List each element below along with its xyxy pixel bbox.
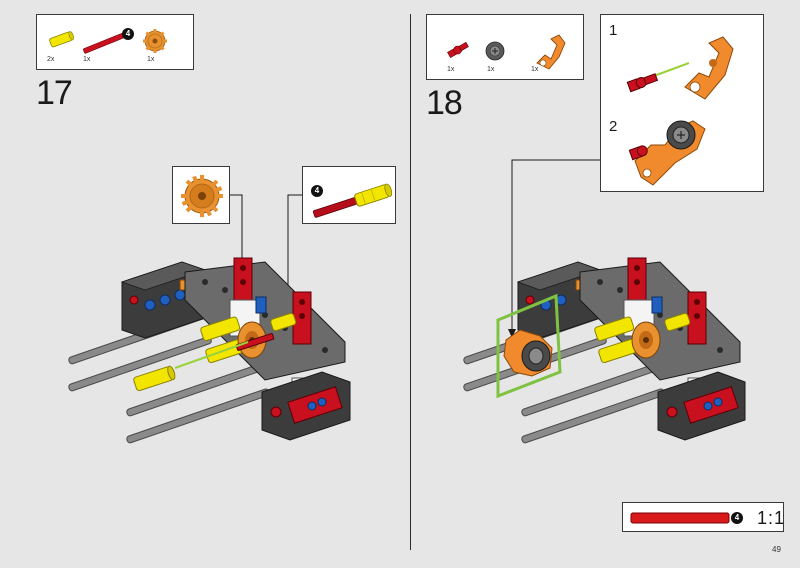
part-qty: 1x <box>487 66 495 73</box>
lower-frame-block <box>261 371 351 441</box>
page-divider <box>410 14 411 550</box>
scale-reference-box: 4 1:1 <box>622 502 784 532</box>
scale-ratio: 1:1 <box>757 508 786 528</box>
yellow-axle-connector-icon <box>49 31 74 48</box>
part-qty: 1x <box>83 56 91 63</box>
blue-pin <box>255 296 267 314</box>
yellow-connector <box>200 316 241 342</box>
page-number: 49 <box>772 545 781 554</box>
red-pin-icon <box>447 41 469 59</box>
red-upright <box>233 257 253 307</box>
axle-callout-art <box>312 183 393 218</box>
part-qty: 1x <box>147 56 155 63</box>
red-upright <box>687 291 707 345</box>
red-upright <box>292 291 312 345</box>
sub-assembly-box: 1 2 <box>600 14 764 192</box>
scale-axle <box>630 512 730 524</box>
yellow-connector <box>270 312 297 332</box>
part-qty: 1x <box>447 66 455 73</box>
substep-number: 2 <box>609 118 618 135</box>
highlight-frame <box>496 293 562 399</box>
steering-arm-assembly <box>503 329 553 377</box>
gear-callout-box <box>172 166 230 224</box>
assembly-guide-line <box>650 62 690 78</box>
red-axle-in-assembly <box>235 333 275 351</box>
axle-length-badge: 4 <box>311 185 323 197</box>
substep-number: 1 <box>609 22 618 39</box>
orange-gear <box>631 321 661 359</box>
orange-steering-arm <box>684 36 734 100</box>
grey-ball-joint <box>666 120 696 150</box>
orange-gear-icon <box>143 29 167 53</box>
step-17-parts-art <box>49 29 167 54</box>
axle-length-badge: 4 <box>122 28 134 40</box>
red-upright <box>627 257 647 307</box>
step-number: 18 <box>426 84 463 122</box>
yellow-connector <box>664 312 691 332</box>
step-17-parts-list: 4 2x 1x 1x <box>36 14 194 70</box>
sub-assembly-art <box>626 36 734 186</box>
gear-callout-art <box>181 175 223 217</box>
assembly-guide-line <box>174 341 249 369</box>
step-17-assembly <box>68 257 351 444</box>
orange-steering-arm-icon <box>536 34 566 70</box>
step-number: 17 <box>36 74 73 112</box>
blue-pin <box>651 296 663 314</box>
scale-badge: 4 <box>731 512 743 524</box>
grey-axle <box>521 388 665 444</box>
part-qty: 1x <box>531 66 539 73</box>
step-18-parts-art <box>447 34 566 70</box>
step-18-parts-list: 1x 1x 1x <box>426 14 584 80</box>
axle-callout-box: 4 <box>302 166 396 224</box>
red-pin <box>626 73 659 93</box>
lower-frame-block <box>657 371 746 441</box>
scale-reference-art <box>630 512 730 524</box>
grey-ball-joint-icon <box>485 41 505 61</box>
yellow-connector <box>594 316 635 342</box>
red-pin <box>628 145 648 161</box>
part-qty: 2x <box>47 56 55 63</box>
loose-yellow-connector <box>133 365 176 392</box>
